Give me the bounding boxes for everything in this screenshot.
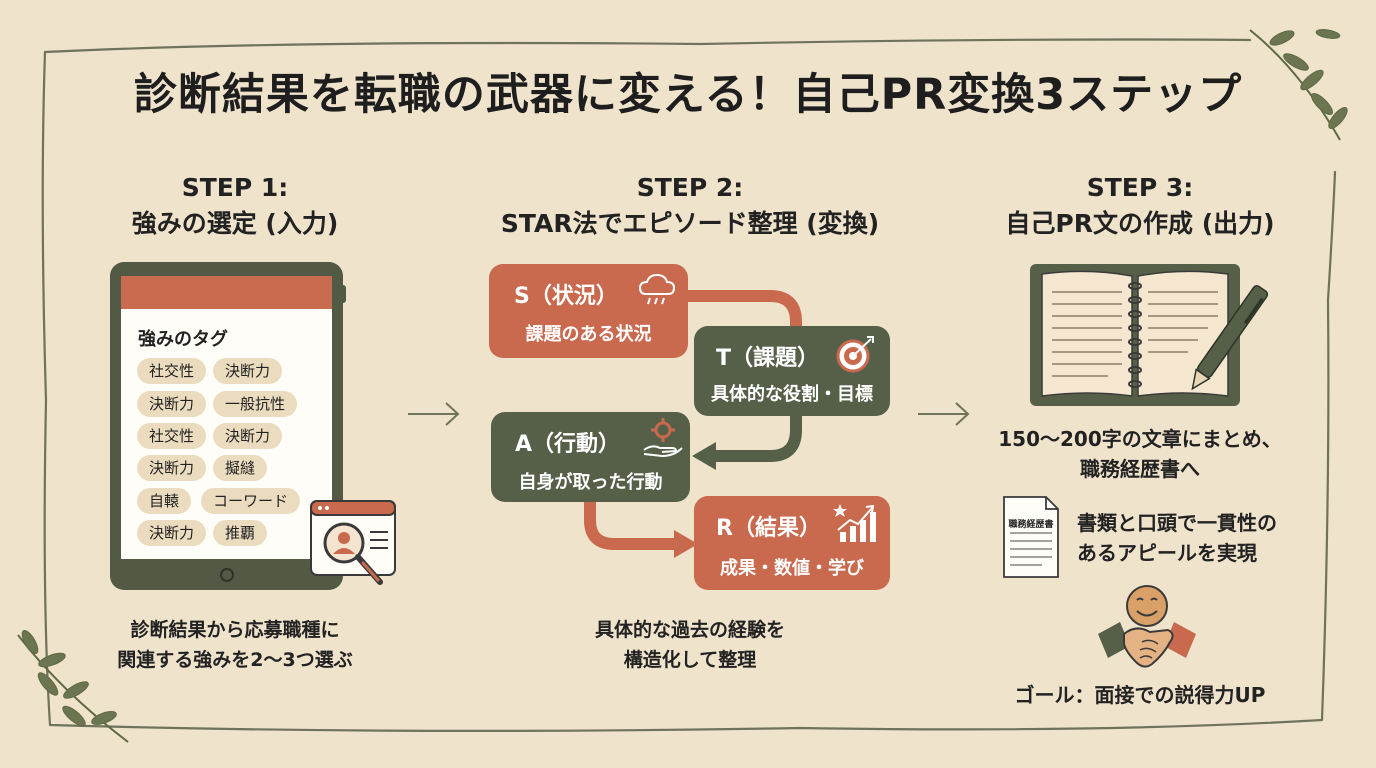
star-t-heading: T（課題） <box>716 346 820 371</box>
strength-tag[interactable]: 決断力 <box>213 423 283 449</box>
connector-s-to-t <box>688 290 802 328</box>
notebook-pen-icon <box>1030 264 1269 406</box>
strength-tag[interactable]: 自轅 <box>137 488 192 514</box>
strength-tag[interactable]: 決断力 <box>213 358 283 384</box>
resume-document-label: 職務経歴書 <box>1008 520 1054 530</box>
growth-chart-icon <box>833 504 876 542</box>
profile-search-icon <box>310 500 396 585</box>
tablet-header-bar <box>121 276 332 309</box>
strength-tag[interactable]: コーワード <box>201 488 301 514</box>
step3-label: STEP 3: <box>1086 173 1194 202</box>
handshake-smile-icon <box>1098 585 1196 668</box>
step1-heading: STEP 1: 強みの選定 (入力) <box>90 170 380 242</box>
leaf-branch-top-right <box>1249 29 1348 141</box>
step2-label: STEP 2: <box>636 173 744 202</box>
tablet-home-button <box>220 568 234 582</box>
star-s-box: S（状況） 課題のある状況 <box>489 264 688 358</box>
star-r-heading: R（結果） <box>716 516 821 541</box>
star-s-sub: 課題のある状況 <box>525 324 652 345</box>
strength-tag[interactable]: 擬縫 <box>213 455 268 481</box>
strength-tag[interactable]: 一般抗性 <box>213 391 298 417</box>
step2-caption: 具体的な過去の経験を 構造化して整理 <box>540 615 840 675</box>
arrowhead-into-a <box>692 442 716 470</box>
step3-summary: 150〜200字の文章にまとめ、 職務経歴書へ <box>990 424 1290 484</box>
step3-name: 自己PR文の作成 (出力) <box>1005 209 1275 238</box>
star-r-box: R（結果） 成果・数値・学び <box>694 496 890 590</box>
star-t-sub: 具体的な役割・目標 <box>711 384 873 405</box>
consistency-line: 書類と口頭で一貫性の <box>1077 511 1277 535</box>
page-title: 診断結果を転職の武器に変える！自己PR変換3ステップ <box>133 70 1243 120</box>
step2-name: STAR法でエピソード整理 (変換) <box>500 209 880 238</box>
star-r-sub: 成果・数値・学び <box>720 558 864 579</box>
step3-summary-line: 職務経歴書へ <box>1080 457 1200 481</box>
step2-heading: STEP 2: STAR法でエピソード整理 (変換) <box>480 170 900 242</box>
strength-tag[interactable]: 決断力 <box>137 455 207 481</box>
step3-summary-line: 150〜200字の文章にまとめ、 <box>998 427 1282 451</box>
connector-t-to-a <box>712 408 802 462</box>
consistency-line: あるアピールを実現 <box>1077 541 1257 565</box>
tablet-side-button <box>341 285 346 303</box>
strength-tag[interactable]: 推覇 <box>213 520 268 546</box>
strength-tag[interactable]: 社交性 <box>137 423 207 449</box>
step3-heading: STEP 3: 自己PR文の作成 (出力) <box>990 170 1290 242</box>
rain-cloud-icon <box>638 273 676 305</box>
step1-caption-line: 関連する強みを2〜3つ選ぶ <box>117 649 353 671</box>
resume-document-icon <box>1003 496 1059 578</box>
consistency-text: 書類と口頭で一貫性の あるアピールを実現 <box>1077 508 1307 568</box>
goal-text: ゴール：面接での説得力UP <box>1014 683 1266 707</box>
leaf-branch-bottom-left <box>17 629 129 743</box>
step1-caption-line: 診断結果から応募職種に <box>130 619 340 641</box>
tags-heading: 強みのタグ <box>138 329 228 350</box>
strength-tag[interactable]: 決断力 <box>137 391 207 417</box>
gear-hand-icon <box>643 418 683 458</box>
star-a-sub: 自身が取った行動 <box>518 472 663 493</box>
star-s-heading: S（状況） <box>514 284 618 309</box>
connector-a-to-r <box>584 500 678 550</box>
arrowhead-into-r <box>674 530 698 558</box>
arrow-step1-to-step2 <box>408 402 460 426</box>
strength-tag[interactable]: 決断力 <box>137 520 207 546</box>
strength-tag[interactable]: 社交性 <box>137 358 207 384</box>
star-a-heading: A（行動） <box>515 432 621 457</box>
target-icon <box>836 336 874 373</box>
step1-caption: 診断結果から応募職種に 関連する強みを2〜3つ選ぶ <box>80 615 390 675</box>
step1-label: STEP 1: <box>181 173 289 202</box>
step2-caption-line: 具体的な過去の経験を <box>594 619 785 641</box>
step1-name: 強みの選定 (入力) <box>131 209 339 238</box>
tablet-screen <box>121 276 332 559</box>
step2-caption-line: 構造化して整理 <box>623 649 757 671</box>
arrow-step2-to-step3 <box>918 402 970 426</box>
